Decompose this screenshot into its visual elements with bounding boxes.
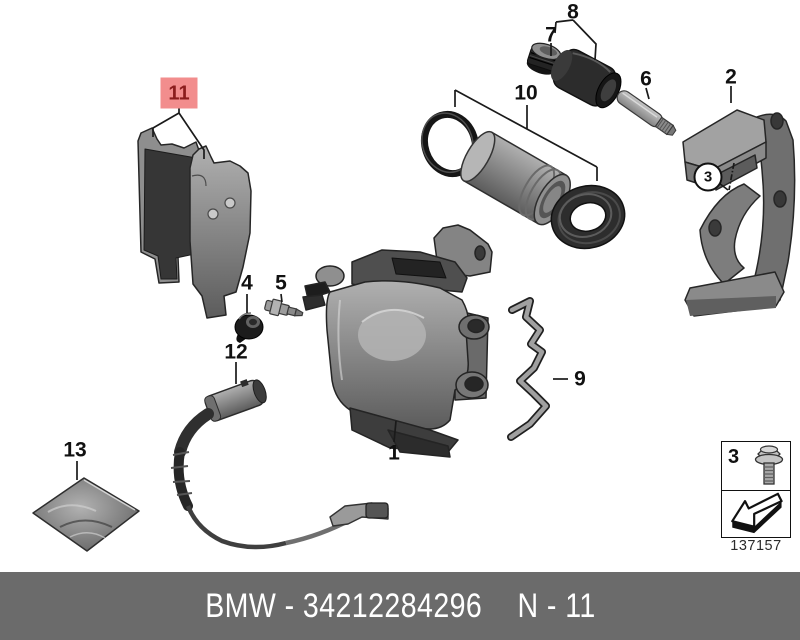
- carrier-bracket-illustration: [682, 109, 796, 317]
- callout-12[interactable]: 12: [224, 340, 248, 364]
- footer-part-code: BMW - 34212284296: [204, 586, 482, 625]
- callout-13[interactable]: 13: [63, 438, 87, 462]
- leader-lines: [76, 19, 735, 480]
- callout-6[interactable]: 6: [640, 67, 652, 91]
- flange-bolt-icon: [754, 445, 784, 485]
- legend-bolt-cell: 3: [722, 442, 790, 491]
- callout-1[interactable]: 1: [388, 441, 400, 465]
- guide-bushing-illustration: [550, 48, 622, 109]
- callout-3-circled[interactable]: 3: [693, 162, 723, 192]
- piston-illustration: [460, 130, 571, 226]
- retaining-spring-illustration: [507, 297, 550, 441]
- footer-bar: BMW - 34212284296 N - 11: [0, 572, 800, 640]
- thumbnail-legend: 3: [721, 441, 791, 538]
- bleeder-screw-illustration: [264, 298, 304, 317]
- callout-8[interactable]: 8: [567, 0, 579, 24]
- guide-pin-illustration: [616, 90, 677, 136]
- callout-7[interactable]: 7: [545, 23, 557, 47]
- footer-text: BMW - 34212284296 N - 11: [205, 587, 596, 626]
- callout-9[interactable]: 9: [574, 367, 586, 391]
- diagram-number: 137157: [730, 538, 782, 554]
- grease-packet-illustration: [32, 477, 140, 552]
- direction-arrow-icon: [731, 492, 783, 534]
- wear-sensor-illustration: [170, 379, 389, 550]
- dust-seal-illustration: [550, 184, 626, 250]
- piston-o-ring-illustration: [420, 110, 480, 178]
- legend-arrow-cell: [722, 491, 790, 535]
- callout-5[interactable]: 5: [275, 271, 287, 295]
- caliper-illustration: [302, 224, 493, 458]
- footer-sheet-ref: N - 11: [517, 586, 596, 625]
- callout-2[interactable]: 2: [725, 65, 737, 89]
- callout-10[interactable]: 10: [514, 81, 538, 105]
- bleeder-cap-illustration: [234, 312, 264, 343]
- legend-item-number: 3: [728, 446, 740, 468]
- callout-4[interactable]: 4: [241, 271, 253, 295]
- callout-11-highlighted[interactable]: 11: [160, 77, 198, 109]
- brake-pads-illustration: [137, 127, 252, 319]
